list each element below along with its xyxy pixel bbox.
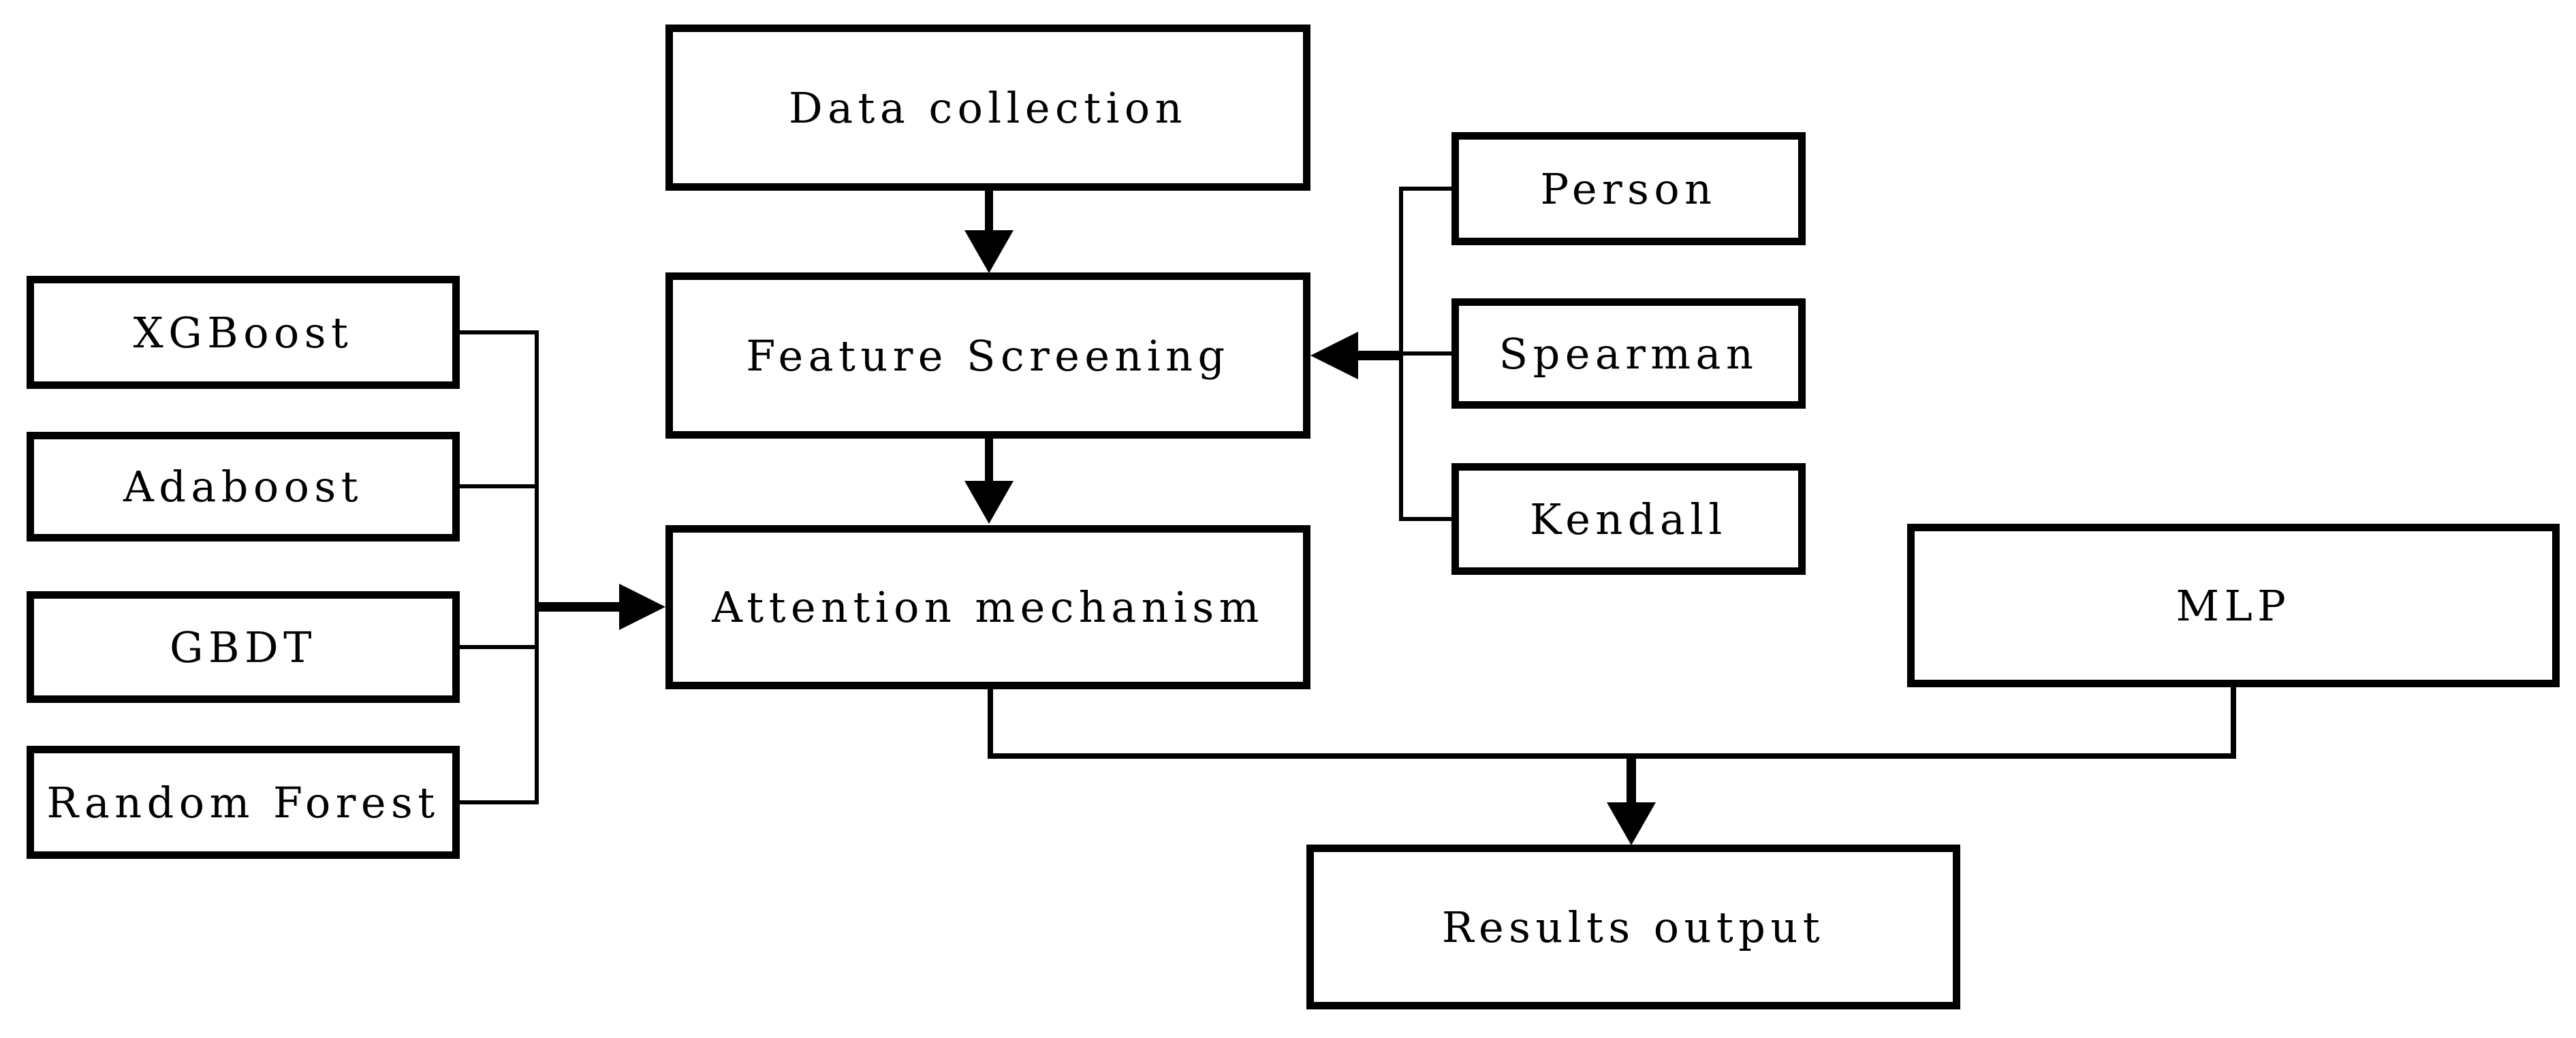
right-group-stub-person xyxy=(1399,187,1454,191)
node-kendall: Kendall xyxy=(1451,463,1806,575)
attention-bottom-stub xyxy=(988,688,993,759)
node-mlp: MLP xyxy=(1907,524,2560,687)
arrowhead-down-icon xyxy=(964,230,1014,273)
node-attention-mechanism-label: Attention mechanism xyxy=(712,582,1264,632)
left-group-vertical-line xyxy=(535,330,539,804)
node-gbdt: GBDT xyxy=(27,591,460,703)
node-results-output: Results output xyxy=(1306,845,1960,1009)
node-kendall-label: Kendall xyxy=(1530,494,1727,544)
node-mlp-label: MLP xyxy=(2176,580,2291,631)
node-results-output-label: Results output xyxy=(1441,902,1825,952)
node-person-label: Person xyxy=(1540,163,1717,214)
node-feature-screening: Feature Screening xyxy=(665,272,1310,439)
node-attention-mechanism: Attention mechanism xyxy=(665,525,1310,689)
node-gbdt-label: GBDT xyxy=(170,622,317,672)
right-group-stub-kendall xyxy=(1399,517,1454,521)
node-xgboost: XGBoost xyxy=(27,276,460,389)
arrowhead-left-icon xyxy=(1310,332,1358,379)
node-data-collection-label: Data collection xyxy=(789,82,1187,133)
node-data-collection: Data collection xyxy=(665,25,1310,191)
node-feature-screening-label: Feature Screening xyxy=(746,330,1230,381)
node-adaboost-label: Adaboost xyxy=(123,462,364,512)
node-xgboost-label: XGBoost xyxy=(133,307,354,358)
arrowhead-down-icon xyxy=(964,481,1014,524)
mlp-bottom-stub xyxy=(2231,686,2236,759)
left-group-stub-xgboost xyxy=(460,330,539,334)
right-group-stub-spearman xyxy=(1399,351,1454,356)
arrowhead-right-icon xyxy=(619,584,665,630)
left-group-stub-adaboost xyxy=(460,484,539,488)
node-random-forest-label: Random Forest xyxy=(46,777,440,828)
arrow-shaft-feature-to-attention xyxy=(985,436,993,482)
node-spearman: Spearman xyxy=(1451,298,1806,409)
arrow-shaft-to-results xyxy=(1627,756,1636,805)
node-random-forest: Random Forest xyxy=(27,746,460,859)
node-person: Person xyxy=(1451,132,1806,245)
arrow-shaft-data-to-feature xyxy=(985,188,993,232)
arrow-shaft-correlation-to-feature xyxy=(1355,351,1403,360)
arrow-shaft-ensemble-to-attention xyxy=(535,602,621,612)
arrowhead-down-icon xyxy=(1607,802,1656,845)
left-group-stub-gbdt xyxy=(460,645,539,649)
node-adaboost: Adaboost xyxy=(27,432,460,541)
bottom-horizontal-line xyxy=(988,753,2236,759)
left-group-stub-random-forest xyxy=(460,800,539,804)
node-spearman-label: Spearman xyxy=(1498,328,1759,379)
